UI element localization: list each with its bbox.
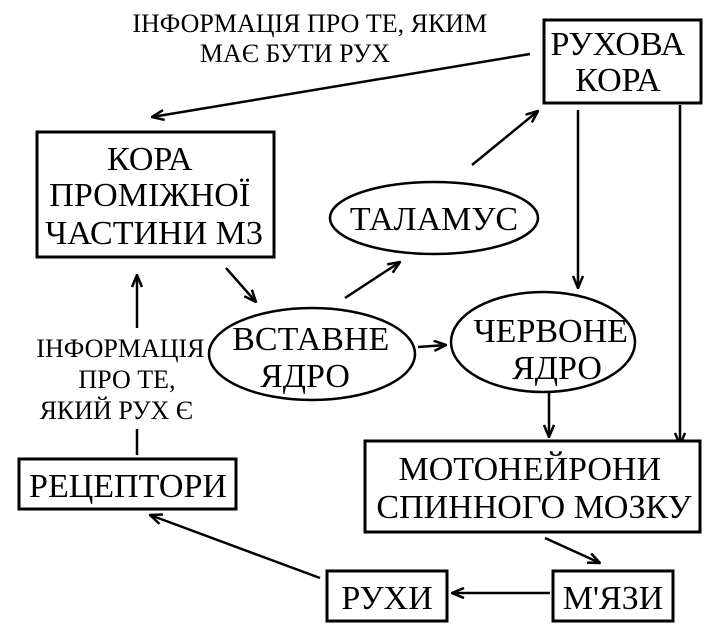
movements-node: РУХИ: [325, 569, 449, 623]
intercalated-nucleus-line-1: ВСТАВНЕ: [232, 321, 389, 358]
motoneurons-node: МОТОНЕЙРОНИ СПИННОГО МОЗКУ: [363, 439, 702, 534]
arrow-motor-cortex-to-intermediate-cortex: [152, 52, 531, 117]
top-note-line-2: МАЄ БУТИ РУХ: [200, 39, 390, 68]
thalamus-label: ТАЛАМУС: [350, 201, 518, 238]
receptors-node: РЕЦЕПТОРИ: [17, 457, 238, 511]
motor-cortex-node: РУХОВА КОРА: [542, 18, 703, 105]
thalamus-oval: [328, 180, 540, 256]
top-note-line-1: ІНФОРМАЦІЯ ПРО ТЕ, ЯКИМ: [132, 9, 487, 38]
top-note: ІНФОРМАЦІЯ ПРО ТЕ, ЯКИМ МАЄ БУТИ РУХ: [132, 9, 493, 68]
left-note-line-1: ІНФОРМАЦІЯ: [36, 334, 204, 363]
arrow-intermediate-cortex-to-intercalated-nucleus: [225, 267, 256, 302]
thalamus-line-1: ТАЛАМУС: [350, 201, 518, 238]
motor-cortex-label: РУХОВА КОРА: [550, 26, 693, 99]
muscles-line-1: М'ЯЗИ: [563, 580, 664, 617]
muscles-label: М'ЯЗИ: [563, 580, 664, 617]
arrows: [137, 52, 680, 593]
red-nucleus-line-2: ЯДРО: [512, 350, 602, 387]
intermediate-cortex-line-2: ПРОМІЖНОЇ: [49, 177, 250, 214]
thalamus-node: ТАЛАМУС: [328, 180, 540, 256]
arrow-intercalated-nucleus-to-red-nucleus: [417, 345, 446, 347]
left-note-line-3: ЯКИЙ РУХ Є: [40, 396, 193, 425]
red-nucleus-label: ЧЕРВОНЕ ЯДРО: [474, 313, 637, 387]
intercalated-nucleus-oval: [207, 306, 417, 402]
red-nucleus-oval: [449, 290, 637, 394]
red-nucleus-line-1: ЧЕРВОНЕ: [474, 313, 628, 350]
left-note-line-2: ПРО ТЕ,: [78, 365, 175, 394]
arrow-thalamus-to-motor-cortex: [471, 111, 538, 166]
motoneurons-line-2: СПИННОГО МОЗКУ: [376, 489, 692, 526]
intermediate-cortex-line-1: КОРА: [107, 141, 193, 178]
receptors-box: [17, 457, 238, 511]
intercalated-nucleus-label: ВСТАВНЕ ЯДРО: [232, 321, 397, 395]
receptors-label: РЕЦЕПТОРИ: [29, 468, 227, 505]
left-note: ІНФОРМАЦІЯ ПРО ТЕ, ЯКИЙ РУХ Є: [36, 334, 211, 425]
intercalated-nucleus-line-2: ЯДРО: [260, 358, 350, 395]
arrow-movements-to-receptors: [150, 515, 321, 580]
movements-box: [325, 569, 449, 623]
motoneurons-label: МОТОНЕЙРОНИ СПИННОГО МОЗКУ: [376, 451, 692, 526]
movements-line-1: РУХИ: [341, 580, 432, 617]
arrow-motoneurons-to-muscles: [544, 536, 600, 563]
motor-cortex-line-2: КОРА: [575, 62, 661, 99]
motor-cortex-box: [542, 18, 703, 105]
motoneurons-line-1: МОТОНЕЙРОНИ: [398, 451, 661, 488]
intermediate-cortex-line-3: ЧАСТИНИ М3: [45, 215, 263, 252]
arrow-intercalated-nucleus-to-thalamus: [344, 262, 400, 300]
red-nucleus-node: ЧЕРВОНЕ ЯДРО: [449, 290, 637, 394]
intercalated-nucleus-node: ВСТАВНЕ ЯДРО: [207, 306, 417, 402]
intermediate-cortex-label: КОРА ПРОМІЖНОЇ ЧАСТИНИ М3: [45, 141, 263, 252]
receptors-line-1: РЕЦЕПТОРИ: [29, 468, 227, 505]
intermediate-cortex-box: [35, 130, 276, 259]
motor-cortex-line-1: РУХОВА: [550, 26, 685, 63]
movements-label: РУХИ: [341, 580, 432, 617]
muscles-node: М'ЯЗИ: [551, 569, 675, 623]
muscles-box: [551, 569, 675, 623]
intermediate-cortex-node: КОРА ПРОМІЖНОЇ ЧАСТИНИ М3: [35, 130, 276, 259]
motoneurons-box: [363, 439, 702, 534]
